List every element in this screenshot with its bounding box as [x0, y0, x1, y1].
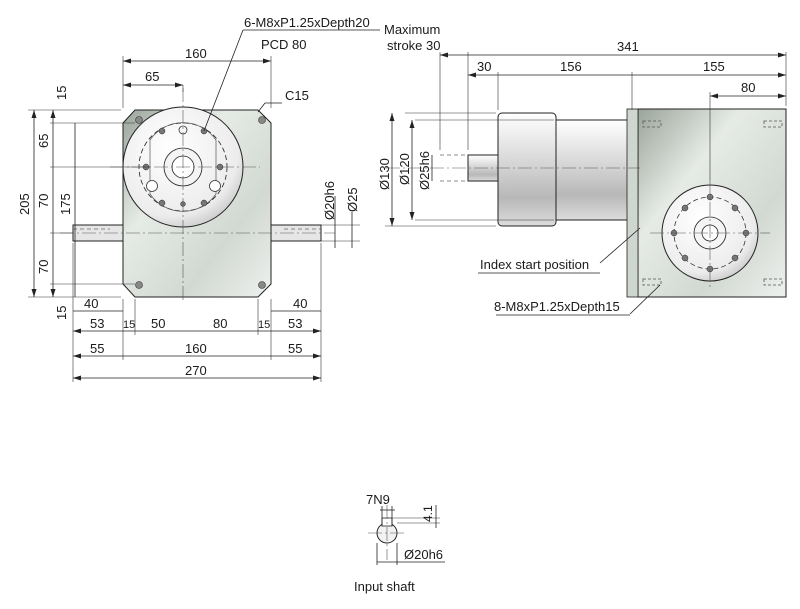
dim-shaft-dia-20h6: Ø20h6 — [322, 181, 337, 220]
dim-row1-50: 50 — [151, 316, 165, 331]
dim-side-dia-120: Ø120 — [397, 153, 412, 185]
dim-side-341: 341 — [617, 39, 639, 54]
label-input-shaft: Input shaft — [354, 579, 415, 594]
dim-row2-55-right: 55 — [288, 341, 302, 356]
callout-pcd: PCD 80 — [261, 37, 307, 52]
dim-side-155: 155 — [703, 59, 725, 74]
dim-row3-270: 270 — [185, 363, 207, 378]
dim-side-dia-25h6: Ø25h6 — [417, 151, 432, 190]
dim-right-40: 40 — [293, 296, 307, 311]
side-view — [386, 108, 787, 298]
side-dimensions — [385, 52, 787, 316]
dim-side-156: 156 — [560, 59, 582, 74]
dim-side-dia-130: Ø130 — [377, 158, 392, 190]
label-depth-4-1: 4.1 — [421, 505, 435, 522]
front-dimensions — [28, 29, 380, 382]
dim-left-70-lower: 70 — [36, 260, 51, 274]
callout-holes-front: 6-M8xP1.25xDepth20 — [244, 15, 370, 30]
dim-left-15-top: 15 — [54, 86, 69, 100]
label-keyway-7n9: 7N9 — [366, 492, 390, 507]
side-flange-large — [555, 119, 633, 221]
dim-left-175: 175 — [58, 193, 73, 215]
dim-side-80: 80 — [741, 80, 755, 95]
label-index-start: Index start position — [480, 257, 589, 272]
dim-left-40: 40 — [84, 296, 98, 311]
label-max-stroke-2: stroke 30 — [387, 38, 440, 53]
dim-row1-53-right: 53 — [288, 316, 302, 331]
dim-left-15-bottom: 15 — [54, 306, 69, 320]
dim-row1-15-left: 15 — [123, 319, 135, 331]
dim-shaft-dia-25: Ø25 — [345, 187, 360, 212]
label-input-dia-20h6: Ø20h6 — [404, 547, 443, 562]
labels: 6-M8xP1.25xDepth20 PCD 80 C15 160 65 15 … — [17, 15, 755, 594]
dim-row1-80: 80 — [213, 316, 227, 331]
dim-row2-160: 160 — [185, 341, 207, 356]
side-flange-small — [497, 112, 557, 227]
dim-row2-55-left: 55 — [90, 341, 104, 356]
dim-side-30: 30 — [477, 59, 491, 74]
dim-row1-53-left: 53 — [90, 316, 104, 331]
label-side-holes: 8-M8xP1.25xDepth15 — [494, 299, 620, 314]
dim-left-205: 205 — [17, 193, 32, 215]
dim-row1-15-right: 15 — [258, 319, 270, 331]
input-shaft-section — [368, 505, 445, 565]
dim-left-65: 65 — [36, 134, 51, 148]
corner-bolts — [135, 116, 266, 289]
dim-left-70-upper: 70 — [36, 194, 51, 208]
dim-top-65: 65 — [145, 69, 159, 84]
label-max-stroke-1: Maximum — [384, 22, 440, 37]
front-view — [60, 88, 335, 300]
callout-chamfer: C15 — [285, 88, 309, 103]
dim-top-160: 160 — [185, 46, 207, 61]
